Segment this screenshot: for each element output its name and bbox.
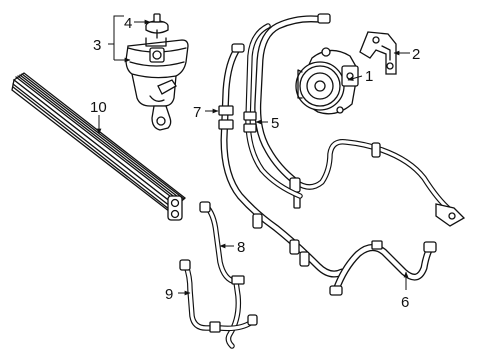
curved-hose-part [329, 240, 437, 296]
pressure-hose-part [254, 13, 466, 227]
callout-8: 8 [237, 239, 245, 256]
callout-1: 1 [365, 68, 373, 85]
callout-6: 6 [401, 294, 409, 311]
reservoir-tank-part [125, 37, 189, 131]
callout-labels: 1 2 3 4 5 6 7 8 9 10 [90, 15, 420, 311]
bracket-part [359, 31, 397, 75]
cooler-line-lower-part [179, 259, 258, 333]
callout-3: 3 [93, 37, 101, 54]
callout-4: 4 [124, 15, 132, 32]
return-hose-part [243, 23, 303, 199]
callout-2: 2 [412, 46, 420, 63]
callout-5: 5 [271, 115, 279, 132]
supply-hose-part [218, 43, 346, 278]
callout-10: 10 [90, 99, 107, 116]
power-steering-pump-part [295, 47, 359, 115]
cooler-line-upper-part [199, 201, 245, 349]
callout-9: 9 [165, 286, 173, 303]
callout-7: 7 [193, 104, 201, 121]
callout-leaders [96, 15, 410, 296]
reservoir-cap-part [145, 13, 169, 39]
oil-cooler-part [11, 72, 187, 221]
